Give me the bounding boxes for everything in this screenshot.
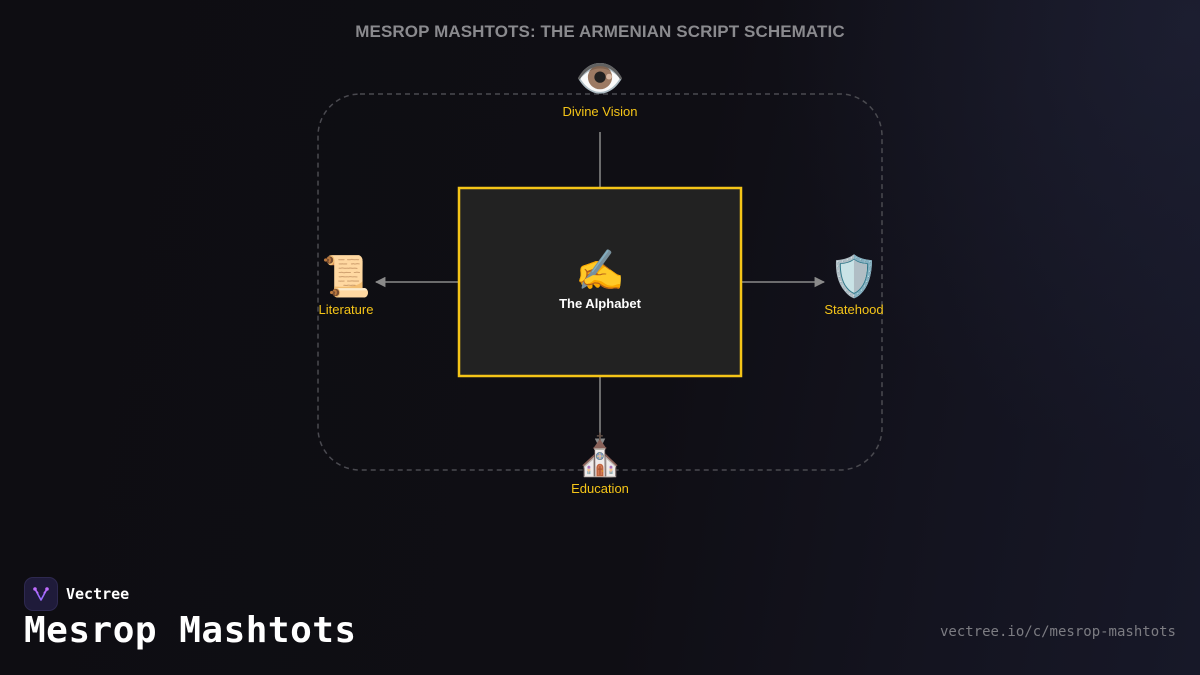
node-literature: 📜 Literature <box>319 254 374 317</box>
node-label-education: Education <box>571 481 629 496</box>
page-title: Mesrop Mashtots <box>24 610 357 651</box>
writing-hand-icon: ✍️ <box>575 249 625 293</box>
node-divine-vision: 👁️ Divine Vision <box>563 56 638 119</box>
eye-icon: 👁️ <box>575 57 625 101</box>
brand-name: Vectree <box>66 585 130 603</box>
node-label-statehood: Statehood <box>824 302 884 317</box>
page-url-link[interactable]: vectree.io/c/mesrop-mashtots <box>939 624 1176 640</box>
brand[interactable]: Vectree <box>24 577 129 611</box>
church-icon: ⛪ <box>575 434 625 478</box>
node-statehood: 🛡️ Statehood <box>824 254 883 317</box>
scroll-icon: 📜 <box>321 255 371 299</box>
node-the-alphabet: ✍️ The Alphabet <box>559 248 641 311</box>
node-label-the-alphabet: The Alphabet <box>559 296 641 311</box>
diagram-title: MESROP MASHTOTS: THE ARMENIAN SCRIPT SCH… <box>355 22 845 41</box>
node-education: ⛪ Education <box>571 433 629 496</box>
vectree-logo-icon <box>24 577 58 611</box>
shield-icon: 🛡️ <box>829 255 879 299</box>
center-node-box <box>457 186 743 378</box>
node-label-literature: Literature <box>318 302 374 317</box>
boundary-frame <box>317 93 883 471</box>
node-label-divine-vision: Divine Vision <box>562 104 638 119</box>
